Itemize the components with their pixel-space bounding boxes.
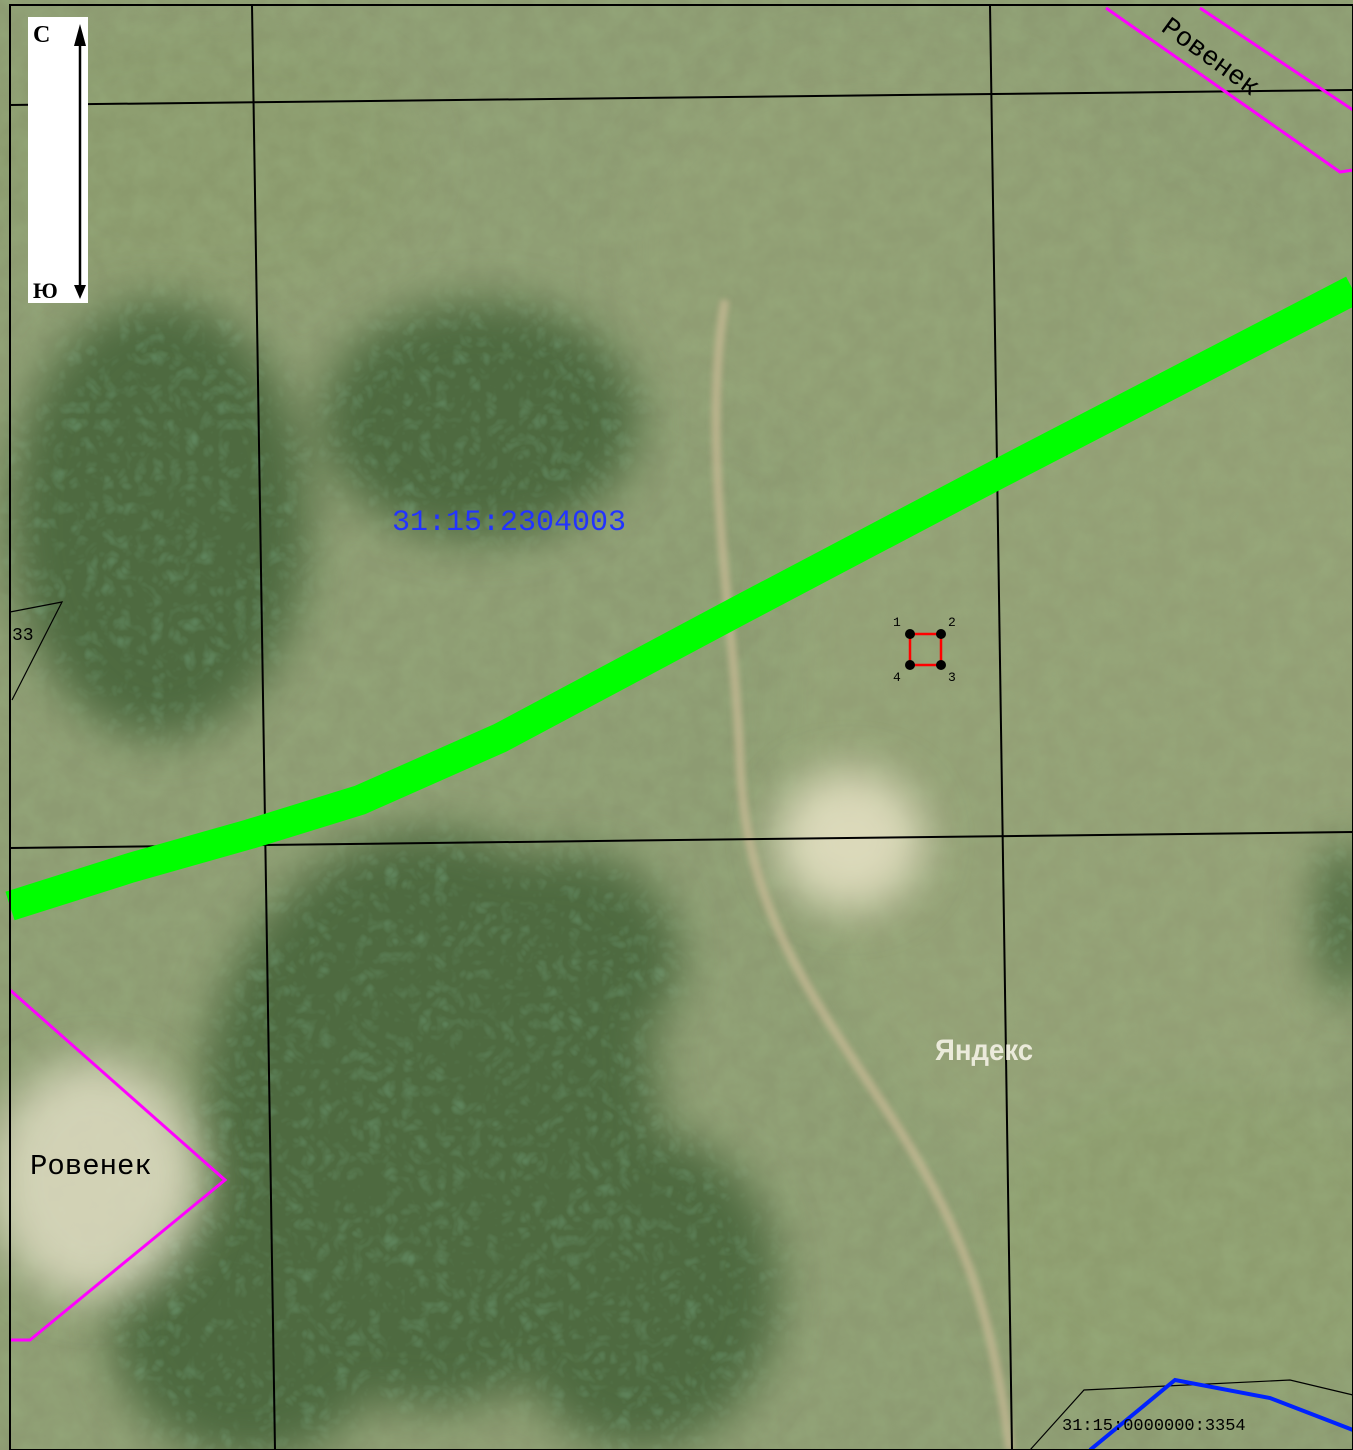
parcel-outline-bottom [1029, 1379, 1353, 1450]
parcel-vertex-3[interactable] [936, 660, 946, 670]
boundary-line-bottom-blue [1088, 1377, 1353, 1450]
parcel-vertex-1[interactable] [905, 629, 915, 639]
map-border [9, 4, 1353, 1450]
compass-north-label: С [33, 22, 50, 48]
vertex-label-3: 3 [948, 670, 956, 685]
parcel-vertex-2[interactable] [936, 629, 946, 639]
parcel-outline-left [9, 601, 64, 701]
locality-label-left: Ровенек [30, 1150, 152, 1183]
locality-boundary-top-right-inner [1199, 6, 1353, 112]
locality-boundary-left [9, 988, 228, 1342]
target-parcel[interactable]: 1 2 3 4 [893, 615, 956, 685]
parcel-label-bottom: 31:15:0000000:3354 [1062, 1417, 1246, 1436]
yandex-watermark: Яндекс [935, 1034, 1033, 1067]
vertex-label-1: 1 [893, 615, 901, 630]
parcel-label-left-fragment: 33 [12, 626, 34, 646]
locality-boundary-top-right [1105, 6, 1353, 174]
parcel-vertex-4[interactable] [905, 660, 915, 670]
vertex-label-2: 2 [948, 615, 956, 630]
compass-south-label: Ю [33, 278, 58, 303]
quarter-label: 31:15:2304003 [392, 506, 626, 540]
north-arrow: С Ю [28, 17, 88, 303]
road-zone-line [5, 276, 1353, 921]
vertex-label-4: 4 [893, 670, 901, 685]
cadastral-grid [9, 4, 1353, 1450]
